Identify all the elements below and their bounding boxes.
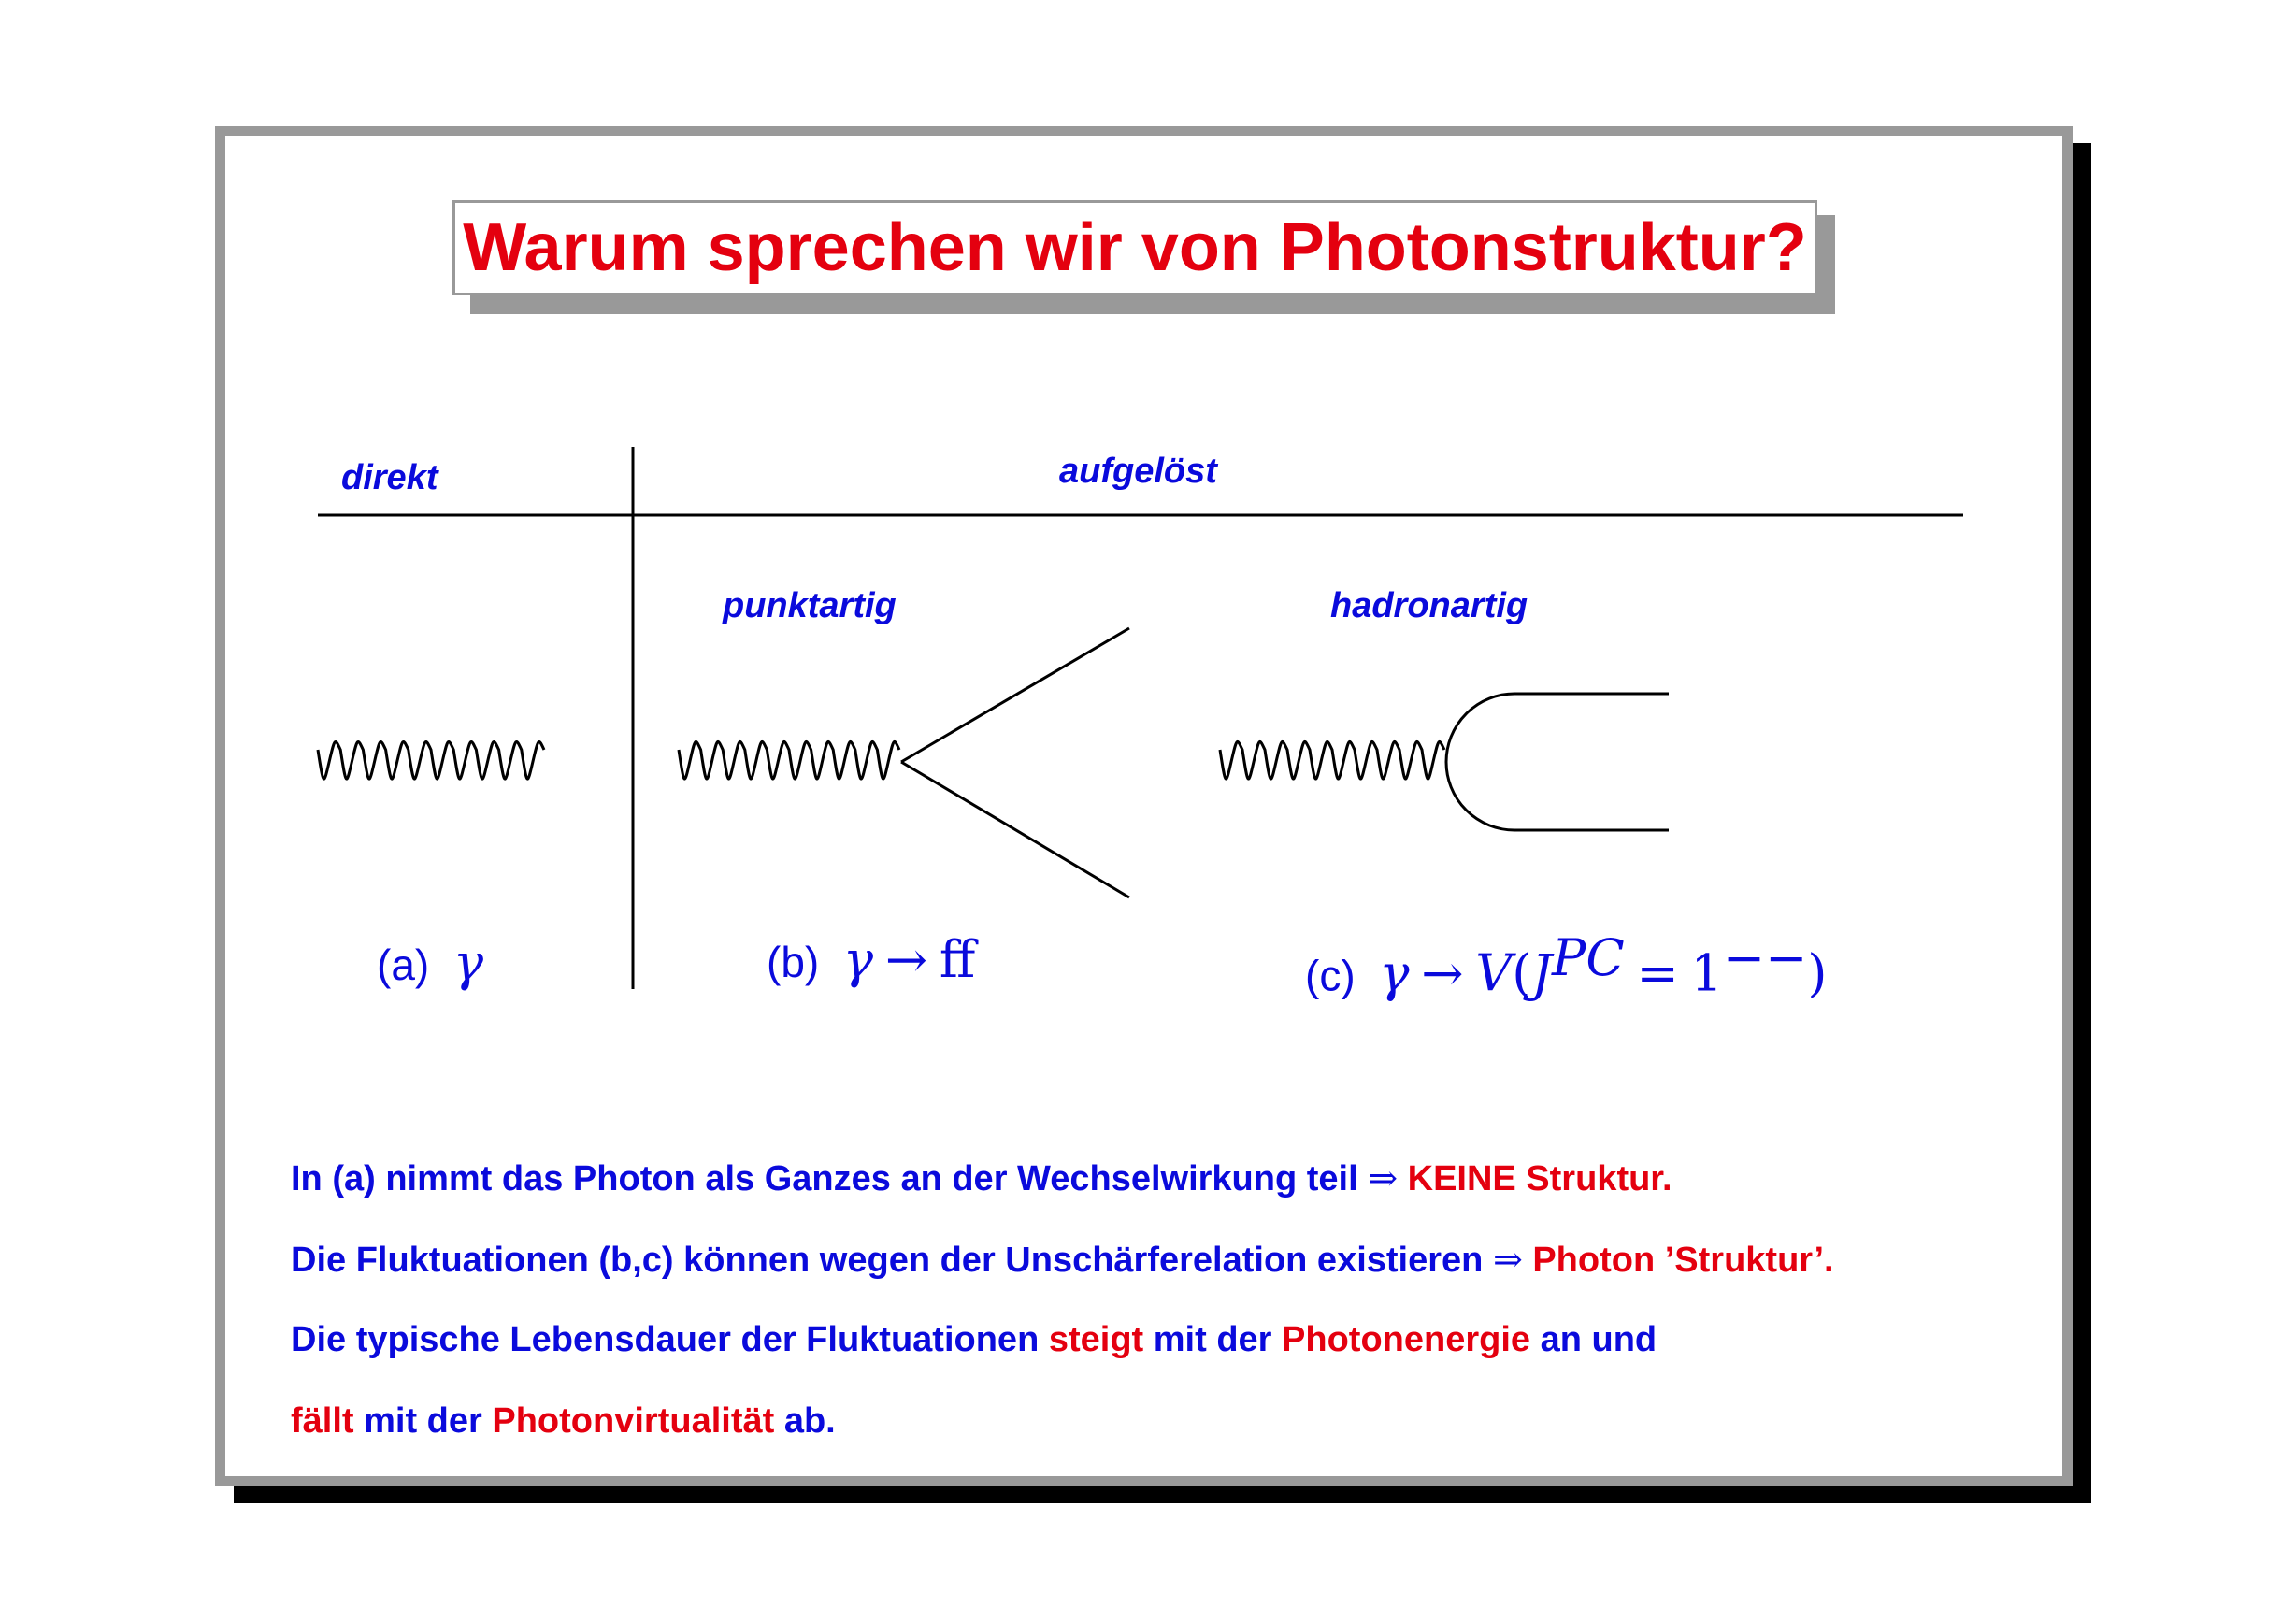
line4-red2: Photonvirtualität: [492, 1401, 775, 1441]
line2-part1: Die Fluktuationen (b,c) können wegen der…: [291, 1241, 1493, 1280]
label-hadronartig: hadronartig: [1330, 586, 1528, 625]
caption-a-prefix: (a): [377, 940, 430, 989]
text-line-2: Die Fluktuationen (b,c) können wegen der…: [291, 1239, 1834, 1281]
implies-arrow: ⇒: [1368, 1157, 1399, 1199]
caption-c-sup-minus: −−: [1722, 928, 1808, 987]
caption-b-arrow: →: [884, 930, 928, 989]
fermion-line-upper: [900, 626, 1130, 764]
photon-line-c: [1218, 740, 1446, 781]
implies-arrow: ⇒: [1492, 1239, 1523, 1280]
text-line-1: In (a) nimmt das Photon als Ganzes an de…: [291, 1157, 1672, 1199]
caption-c: (c) γ → V(JPC = 1−−): [1305, 928, 1827, 1002]
caption-c-close-paren: ): [1807, 943, 1828, 1003]
line4-part1: mit der: [353, 1401, 493, 1441]
line4-red1: fällt: [291, 1401, 354, 1441]
photon-line-a: [316, 740, 546, 781]
line3-red1: steigt: [1048, 1320, 1144, 1359]
line1-part2: KEINE Struktur.: [1398, 1159, 1672, 1199]
line3-red2: Photonenergie: [1282, 1320, 1531, 1359]
caption-a-formula: γ: [452, 933, 484, 992]
title-box: Warum sprechen wir von Photonstruktur?: [452, 200, 1817, 295]
caption-c-open-paren: (: [1512, 943, 1532, 1003]
line1-part1: In (a) nimmt das Photon als Ganzes an de…: [291, 1159, 1369, 1199]
line3-part3: an und: [1530, 1320, 1657, 1359]
caption-c-prefix: (c): [1305, 951, 1356, 1000]
text-line-4: fällt mit der Photonvirtualität ab.: [291, 1401, 836, 1442]
caption-b-prefix: (b): [767, 938, 820, 986]
caption-c-equals: =: [1636, 943, 1679, 1003]
line4-part2: ab.: [774, 1401, 836, 1441]
line3-part2: mit der: [1143, 1320, 1283, 1359]
caption-c-v: V: [1475, 943, 1513, 1003]
label-punktartig: punktartig: [723, 586, 897, 625]
caption-c-j: J: [1531, 943, 1553, 1003]
label-direkt: direkt: [341, 458, 438, 497]
hadron-loop: [1444, 692, 1669, 832]
caption-b: (b) γ → ff: [767, 930, 975, 989]
photon-line-b: [677, 740, 901, 781]
label-aufgeloest: aufgelöst: [1059, 452, 1217, 491]
caption-b-rhs: ff: [939, 930, 976, 989]
caption-c-one: 1: [1690, 943, 1723, 1003]
caption-c-sup-pc: PC: [1552, 928, 1625, 987]
fermion-line-lower: [900, 760, 1130, 899]
caption-c-gamma: γ: [1379, 943, 1410, 1003]
slide-title: Warum sprechen wir von Photonstruktur?: [463, 210, 1807, 285]
line2-part2: Photon ’Struktur’.: [1522, 1241, 1834, 1280]
slide-frame: [215, 126, 2073, 1486]
caption-c-arrow: →: [1421, 943, 1464, 1003]
caption-b-gamma: γ: [842, 930, 874, 989]
text-line-3: Die typische Lebensdauer der Fluktuation…: [291, 1320, 1657, 1360]
caption-a: (a) γ: [377, 933, 483, 992]
line3-part1: Die typische Lebensdauer der Fluktuation…: [291, 1320, 1049, 1359]
